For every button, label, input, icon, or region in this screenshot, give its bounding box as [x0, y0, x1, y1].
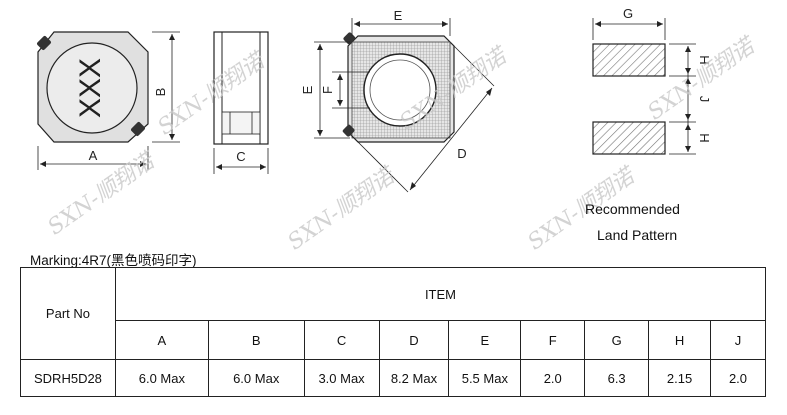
side-view: C — [213, 31, 269, 174]
cell-b: 6.0 Max — [207, 359, 305, 397]
dim-label-h-top: H — [697, 55, 712, 64]
col-header-e: E — [448, 320, 522, 360]
col-header-a: A — [114, 320, 209, 360]
table-row: SDRH5D28 6.0 Max 6.0 Max 3.0 Max 8.2 Max… — [20, 359, 766, 397]
spec-table: Part No ITEM A B C D E F G H J SDRH5D28 … — [20, 267, 767, 397]
marking-code: XXX — [74, 58, 107, 118]
dim-label-e-top: E — [394, 8, 403, 23]
dimension-drawing: XXX A B C — [37, 6, 712, 193]
top-view: XXX A B — [37, 31, 180, 170]
col-header-c: C — [303, 320, 380, 360]
bottom-view: E E F D — [300, 8, 495, 193]
dim-label-g: G — [623, 6, 633, 21]
cell-e: 5.5 Max — [448, 359, 522, 397]
dim-label-b: B — [153, 88, 168, 97]
cell-f: 2.0 — [520, 359, 586, 397]
col-header-d: D — [378, 320, 450, 360]
cell-c: 3.0 Max — [303, 359, 380, 397]
land-pattern-line2: Land Pattern — [597, 227, 678, 243]
item-header: ITEM — [114, 267, 767, 321]
land-pattern-line1: Recommended — [585, 201, 680, 217]
col-header-b: B — [207, 320, 305, 360]
col-header-g: G — [584, 320, 650, 360]
dim-label-j: J — [697, 96, 712, 103]
cell-part-no: SDRH5D28 — [20, 359, 116, 397]
col-header-j: J — [710, 320, 766, 360]
cell-g: 6.3 — [584, 359, 650, 397]
cell-d: 8.2 Max — [378, 359, 450, 397]
dim-label-d: D — [457, 146, 466, 161]
dim-label-h-bottom: H — [697, 133, 712, 142]
cell-h: 2.15 — [648, 359, 711, 397]
cell-j: 2.0 — [710, 359, 766, 397]
col-header-f: F — [520, 320, 586, 360]
marking-note: Marking:4R7(黑色喷码印字) — [30, 253, 197, 268]
dim-label-f: F — [320, 86, 335, 94]
col-header-h: H — [648, 320, 711, 360]
land-pattern-drawing: G H J H — [592, 6, 712, 155]
dim-label-a: A — [89, 148, 98, 163]
dim-label-e-left: E — [300, 85, 315, 94]
part-no-header: Part No — [20, 267, 116, 360]
cell-a: 6.0 Max — [114, 359, 209, 397]
dim-label-c: C — [236, 149, 245, 164]
land-pattern-caption: Recommended Land Pattern — [585, 196, 680, 248]
